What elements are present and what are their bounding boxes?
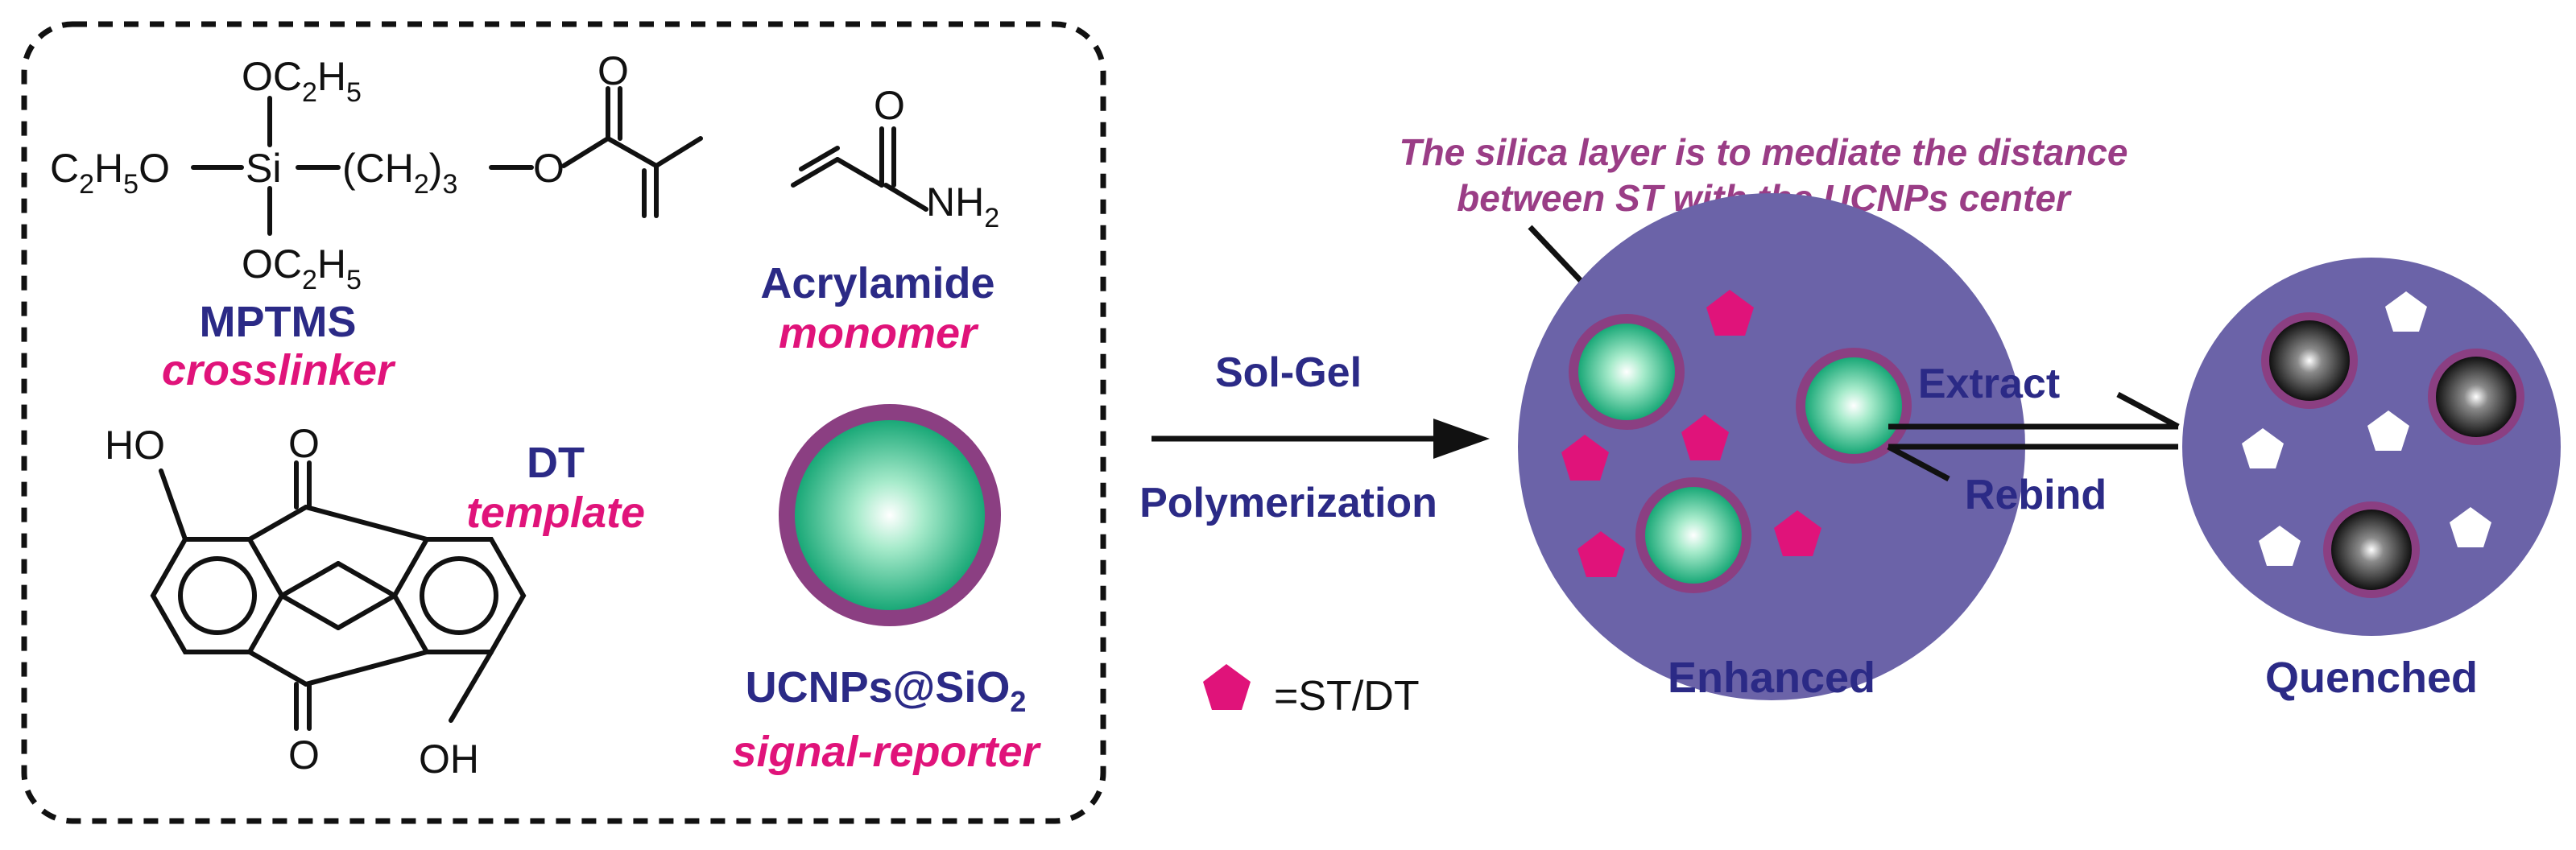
step1-top-label: Sol-Gel — [1215, 349, 1362, 396]
legend-text: =ST/DT — [1274, 673, 1420, 720]
vacancy-mark — [2259, 526, 2301, 566]
rebind-arrow-barb — [1887, 444, 1950, 482]
mptms-top-group: OC2H5 — [242, 54, 362, 108]
dt-structure: O O HO OH — [105, 421, 527, 782]
dt-hydroxyl-top: HO — [105, 423, 165, 468]
dt-ketone-bottom: O — [288, 732, 320, 778]
dt-ketone-top: O — [288, 421, 320, 466]
template-mark — [1706, 290, 1754, 336]
rebind-label: Rebind — [1965, 472, 2107, 518]
vacancy-mark — [2450, 507, 2491, 547]
sol-gel-arrowhead — [1433, 419, 1490, 459]
acrylamide-amine: NH2 — [926, 179, 999, 233]
ucnp-label: UCNPs@SiO2 — [746, 663, 1027, 718]
dt-hydroxyl-bottom: OH — [419, 737, 479, 782]
quenched-particle — [2182, 258, 2561, 636]
template-mark — [1577, 531, 1625, 577]
mptms-chain: (CH2)3 — [342, 146, 457, 200]
enhanced-label: Enhanced — [1668, 654, 1875, 702]
vacancy-mark — [2367, 411, 2409, 451]
mptms-si: Si — [246, 146, 281, 191]
template-mark — [1774, 510, 1821, 556]
acrylamide-carbonyl-o: O — [874, 83, 905, 128]
vacancy-mark — [2385, 291, 2427, 332]
acrylamide-label: Acrylamide — [760, 259, 994, 307]
mptms-role: crosslinker — [162, 346, 396, 394]
annotation-line1: The silica layer is to mediate the dista… — [1399, 131, 2127, 173]
extract-arrow-barb — [2116, 391, 2180, 430]
extract-label: Extract — [1918, 361, 2060, 407]
mptms-left-group: C2H5O — [50, 146, 170, 200]
acrylamide-role: monomer — [779, 309, 979, 357]
enhanced-particle — [1518, 193, 2025, 700]
acrylamide-structure: O NH2 — [791, 83, 999, 233]
mptms-ester-o: O — [533, 146, 564, 191]
ucnp-role: signal-reporter — [732, 728, 1041, 776]
reagent-box — [21, 21, 1106, 824]
mptms-carbonyl-o: O — [597, 48, 629, 93]
dt-label: DT — [527, 439, 585, 487]
mptms-bottom-group: OC2H5 — [242, 241, 362, 295]
ucnp-core — [795, 420, 985, 610]
template-mark — [1561, 435, 1609, 481]
template-mark — [1681, 415, 1729, 460]
vacancy-mark — [2242, 428, 2284, 468]
mptms-structure: OC2H5 C2H5O Si (CH2)3 O O OC2H5 — [50, 48, 703, 295]
pentagon-icon — [1203, 664, 1251, 710]
mptms-label: MPTMS — [200, 298, 357, 346]
dt-role: template — [466, 489, 645, 537]
step1-bottom-label: Polymerization — [1139, 480, 1437, 526]
quenched-label: Quenched — [2265, 654, 2478, 702]
